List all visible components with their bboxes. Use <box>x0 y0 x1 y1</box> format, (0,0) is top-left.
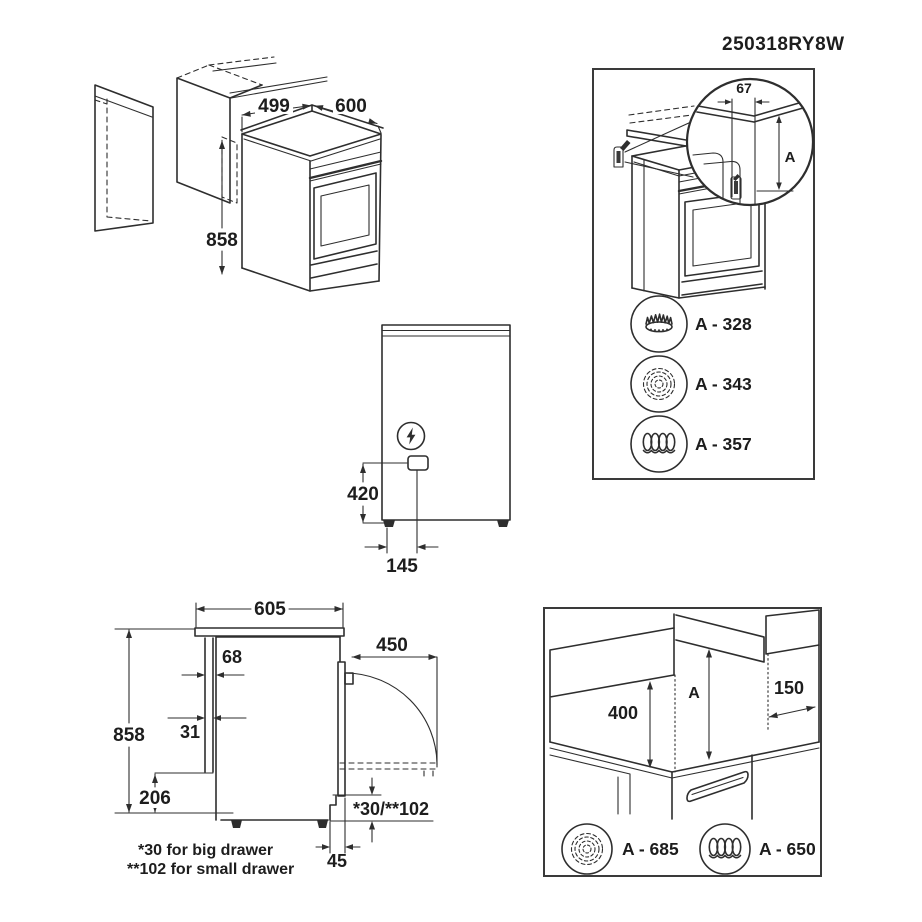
side-profile-view: 605 858 68 <box>112 599 439 878</box>
right-foot <box>317 820 328 828</box>
niche-width-value: 499 <box>258 96 290 117</box>
radiant-hob-icon <box>570 832 604 866</box>
hob-variant-induction-row: A - 650 <box>699 823 816 875</box>
hob-variant-radiant-row: A - 343 <box>630 355 752 413</box>
hob-variant-radiant-row: A - 685 <box>561 823 679 875</box>
door-swing-arc <box>339 672 439 779</box>
dimension-450: 450 <box>351 635 438 768</box>
worktop-outline <box>549 741 820 815</box>
induction-hob-icon <box>642 432 676 454</box>
dimension-206: 206 <box>138 772 214 813</box>
radiant-hob-icon <box>642 367 676 401</box>
cooker-height-value: 858 <box>206 230 238 251</box>
dimension-858-iso: 858 <box>205 140 239 275</box>
variant-label: A - 357 <box>695 434 752 454</box>
dimension-420: 420 <box>347 462 408 524</box>
socket-offset-value: 145 <box>386 556 418 577</box>
variant-label: A - 650 <box>759 839 816 859</box>
dimension-150: 150 <box>768 678 816 719</box>
isometric-installation-view: 499 600 858 <box>94 56 384 292</box>
dimension-499: 499 <box>241 96 312 133</box>
note-small-drawer: **102 for small drawer <box>127 861 294 878</box>
oven-door-window <box>313 172 377 260</box>
dimension-A-clearance: A <box>688 649 712 760</box>
hood-clearance-label: A <box>688 685 700 702</box>
socket-height-value: 420 <box>347 484 379 505</box>
note-big-drawer: *30 for big drawer <box>138 842 273 859</box>
document-code: 250318RY8W <box>722 34 845 55</box>
left-cabinet-outline <box>94 84 154 232</box>
rear-gap-value: 68 <box>222 647 242 667</box>
door-handle <box>344 672 354 685</box>
rear-spacer-value: 31 <box>180 722 200 742</box>
dimension-145: 145 <box>364 527 439 577</box>
front-step-value: 45 <box>327 851 347 871</box>
induction-hob-icon <box>708 837 742 859</box>
fixing-bracket-icon <box>613 140 631 168</box>
electric-connection-icon <box>396 421 426 451</box>
right-clearance-value: 150 <box>774 678 804 698</box>
connection-box <box>407 455 429 471</box>
rear-connection-view: 420 145 <box>347 324 511 577</box>
dimension-600: 600 <box>313 96 382 134</box>
dimension-605: 605 <box>195 599 344 628</box>
appliance-side-outline <box>204 636 354 828</box>
left-foot <box>231 820 242 828</box>
door-open-depth-value: 450 <box>376 635 408 656</box>
dimension-858-side: 858 <box>112 628 234 814</box>
dimension-68: 68 <box>181 647 245 678</box>
right-foot <box>497 520 509 527</box>
gas-hob-icon <box>645 313 673 333</box>
left-clearance-value: 400 <box>608 703 638 723</box>
cooker-width-value: 600 <box>335 96 367 117</box>
dimension-45: 45 <box>315 797 361 871</box>
height-ref-label: A <box>785 149 796 166</box>
clearance-panel: 400 A 150 A - 685 <box>543 607 822 877</box>
hob-variant-gas-row: A - 328 <box>630 295 752 353</box>
variant-label: A - 685 <box>622 839 679 859</box>
magnifier-detail-circle: 67 A <box>685 77 815 207</box>
dimension-A: A <box>756 115 796 192</box>
dimension-plinth-recess: *30/**102 <box>329 777 434 843</box>
bracket-offset-value: 67 <box>736 80 752 96</box>
depth-top-value: 605 <box>254 599 286 620</box>
total-height-value: 858 <box>113 725 145 746</box>
lower-clearance-value: 206 <box>139 788 171 809</box>
cooker-with-handle <box>671 754 753 820</box>
cooker-isometric <box>240 104 384 292</box>
dimension-400: 400 <box>608 681 653 768</box>
kitchen-cabinets-outline <box>549 609 820 773</box>
variant-label: A - 343 <box>695 374 752 394</box>
fixing-bracket-detail-icon <box>730 174 742 200</box>
worktop-edge-lines <box>626 105 695 147</box>
tall-cabinet-outline <box>176 56 328 204</box>
worktop-profile <box>194 627 345 637</box>
dimension-67: 67 <box>717 80 770 105</box>
corner-detail-panel: 67 A A - 328 A - 343 <box>592 68 815 480</box>
hob-variant-induction-row: A - 357 <box>630 415 752 473</box>
plinth-recess-value: *30/**102 <box>353 799 429 819</box>
variant-label: A - 328 <box>695 314 752 334</box>
dimension-31: 31 <box>167 715 247 742</box>
